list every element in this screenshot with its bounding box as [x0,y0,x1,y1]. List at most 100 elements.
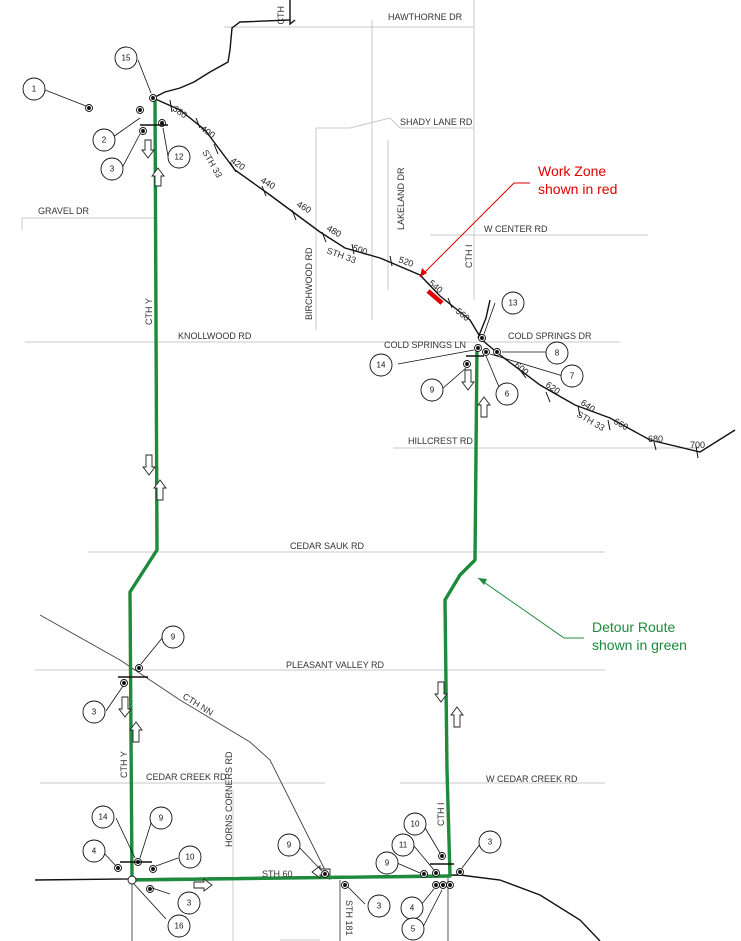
svg-text:9: 9 [430,386,435,395]
road-label: STH 33 [200,148,224,179]
svg-text:3: 3 [92,708,97,717]
sign-callout: 15 [114,46,138,70]
sign-symbol-icon [127,875,137,885]
sign-callout: 6 [495,382,519,406]
major-roads [34,0,736,941]
road-label: STH 60 [262,869,293,879]
sign-callout: 4 [400,896,424,920]
svg-text:10: 10 [411,820,420,829]
svg-text:3: 3 [377,902,382,911]
sign-symbol-icon [432,881,440,889]
sign-callout: 11 [391,833,415,857]
down-arrow-icon [118,696,132,718]
svg-text:4: 4 [410,904,415,913]
work-zone-segment [426,289,444,305]
sign-symbol-icon [438,852,446,860]
work-zone-subtitle: shown in red [538,181,617,197]
sign-symbol-icon [149,865,157,873]
svg-text:8: 8 [555,349,560,358]
sign-symbol-icon [136,106,144,114]
sign-symbol-icon [120,679,128,687]
right-arrow-icon [193,878,213,892]
sign-callout: 9 [161,625,185,649]
sign-callout: 10 [403,812,427,836]
road-label: CEDAR CREEK RD [146,772,227,782]
road-label: COLD SPRINGS LN [384,340,466,350]
road-label: CTH NN [181,691,215,717]
road-label: HORNS CORNERS RD [224,751,234,847]
callout-leaders [44,59,564,928]
road-label: W CEDAR CREEK RD [486,774,578,784]
sign-callout: 14 [91,805,115,829]
work-zone-title: Work Zone [538,163,606,179]
minor-roads [21,0,700,941]
detour-subtitle: shown in green [592,637,687,653]
road-label: GRAVEL DR [38,206,90,216]
sign-callout: 8 [545,341,569,365]
sign-symbol-icon [420,870,428,878]
sign-callout: 3 [82,700,106,724]
sign-symbols [85,94,501,893]
svg-text:15: 15 [122,54,131,63]
sign-symbol-icon [432,869,440,877]
sign-symbol-icon [446,881,454,889]
sign-symbol-icon [474,344,482,352]
station-label: 700 [690,440,705,450]
svg-text:3: 3 [488,838,493,847]
sign-callout: 9 [420,378,444,402]
road-label: KNOLLWOOD RD [178,331,252,341]
station-label: 520 [397,254,415,269]
sign-symbol-icon [135,664,143,672]
down-arrow-icon [141,139,155,159]
sign-symbol-icon [146,885,154,893]
sign-callout: 1 [22,77,46,101]
station-label: 600 [513,360,531,377]
up-arrow-icon [153,479,167,501]
road-label: STH 181 [344,900,354,936]
svg-text:3: 3 [110,165,115,174]
sign-callout: 9 [375,851,399,875]
svg-text:6: 6 [505,390,510,399]
road-label: HAWTHORNE DR [388,12,463,22]
station-ticks [169,99,699,459]
svg-text:14: 14 [377,361,386,370]
sign-symbol-icon [463,360,471,368]
svg-text:12: 12 [175,153,184,162]
road-label: CTH Y [144,298,154,325]
up-arrow-icon [450,706,464,728]
sign-symbol-icon [456,868,464,876]
sign-callout: 3 [367,894,391,918]
sign-symbol-icon [114,864,122,872]
detour-title: Detour Route [592,619,675,635]
down-arrow-icon [434,681,448,703]
sign-callout: 7 [560,364,584,388]
up-arrow-icon [151,167,165,187]
sign-symbol-icon [321,870,329,878]
road-label: COLD SPRINGS DR [508,331,592,341]
road-label: CTH I [464,245,474,269]
sign-callout: 14 [369,353,393,377]
road-label: CEDAR SAUK RD [290,541,365,551]
road-label: CTH [276,6,286,25]
down-arrow-icon [461,369,475,391]
sign-callout: 4 [82,839,106,863]
road-label: SHADY LANE RD [400,117,473,127]
road-label: BIRCHWOOD RD [304,247,314,320]
barriers [118,124,484,865]
road-label: LAKELAND DR [396,167,406,230]
sign-callout: 3 [478,830,502,854]
sign-callout: 3 [177,891,201,915]
svg-text:3: 3 [187,899,192,908]
road-labels: CTH HAWTHORNE DR SHADY LANE RD GRAVEL DR… [38,6,606,936]
detour-route [128,97,479,882]
up-arrow-icon [477,396,491,418]
svg-text:13: 13 [509,299,518,308]
sign-callout: 13 [501,291,525,315]
road-label: CTH Y [119,751,129,778]
station-label: 660 [612,416,630,432]
svg-text:9: 9 [171,633,176,642]
svg-text:2: 2 [102,136,107,145]
road-label: W CENTER RD [484,224,548,234]
sign-callout: 10 [178,845,202,869]
